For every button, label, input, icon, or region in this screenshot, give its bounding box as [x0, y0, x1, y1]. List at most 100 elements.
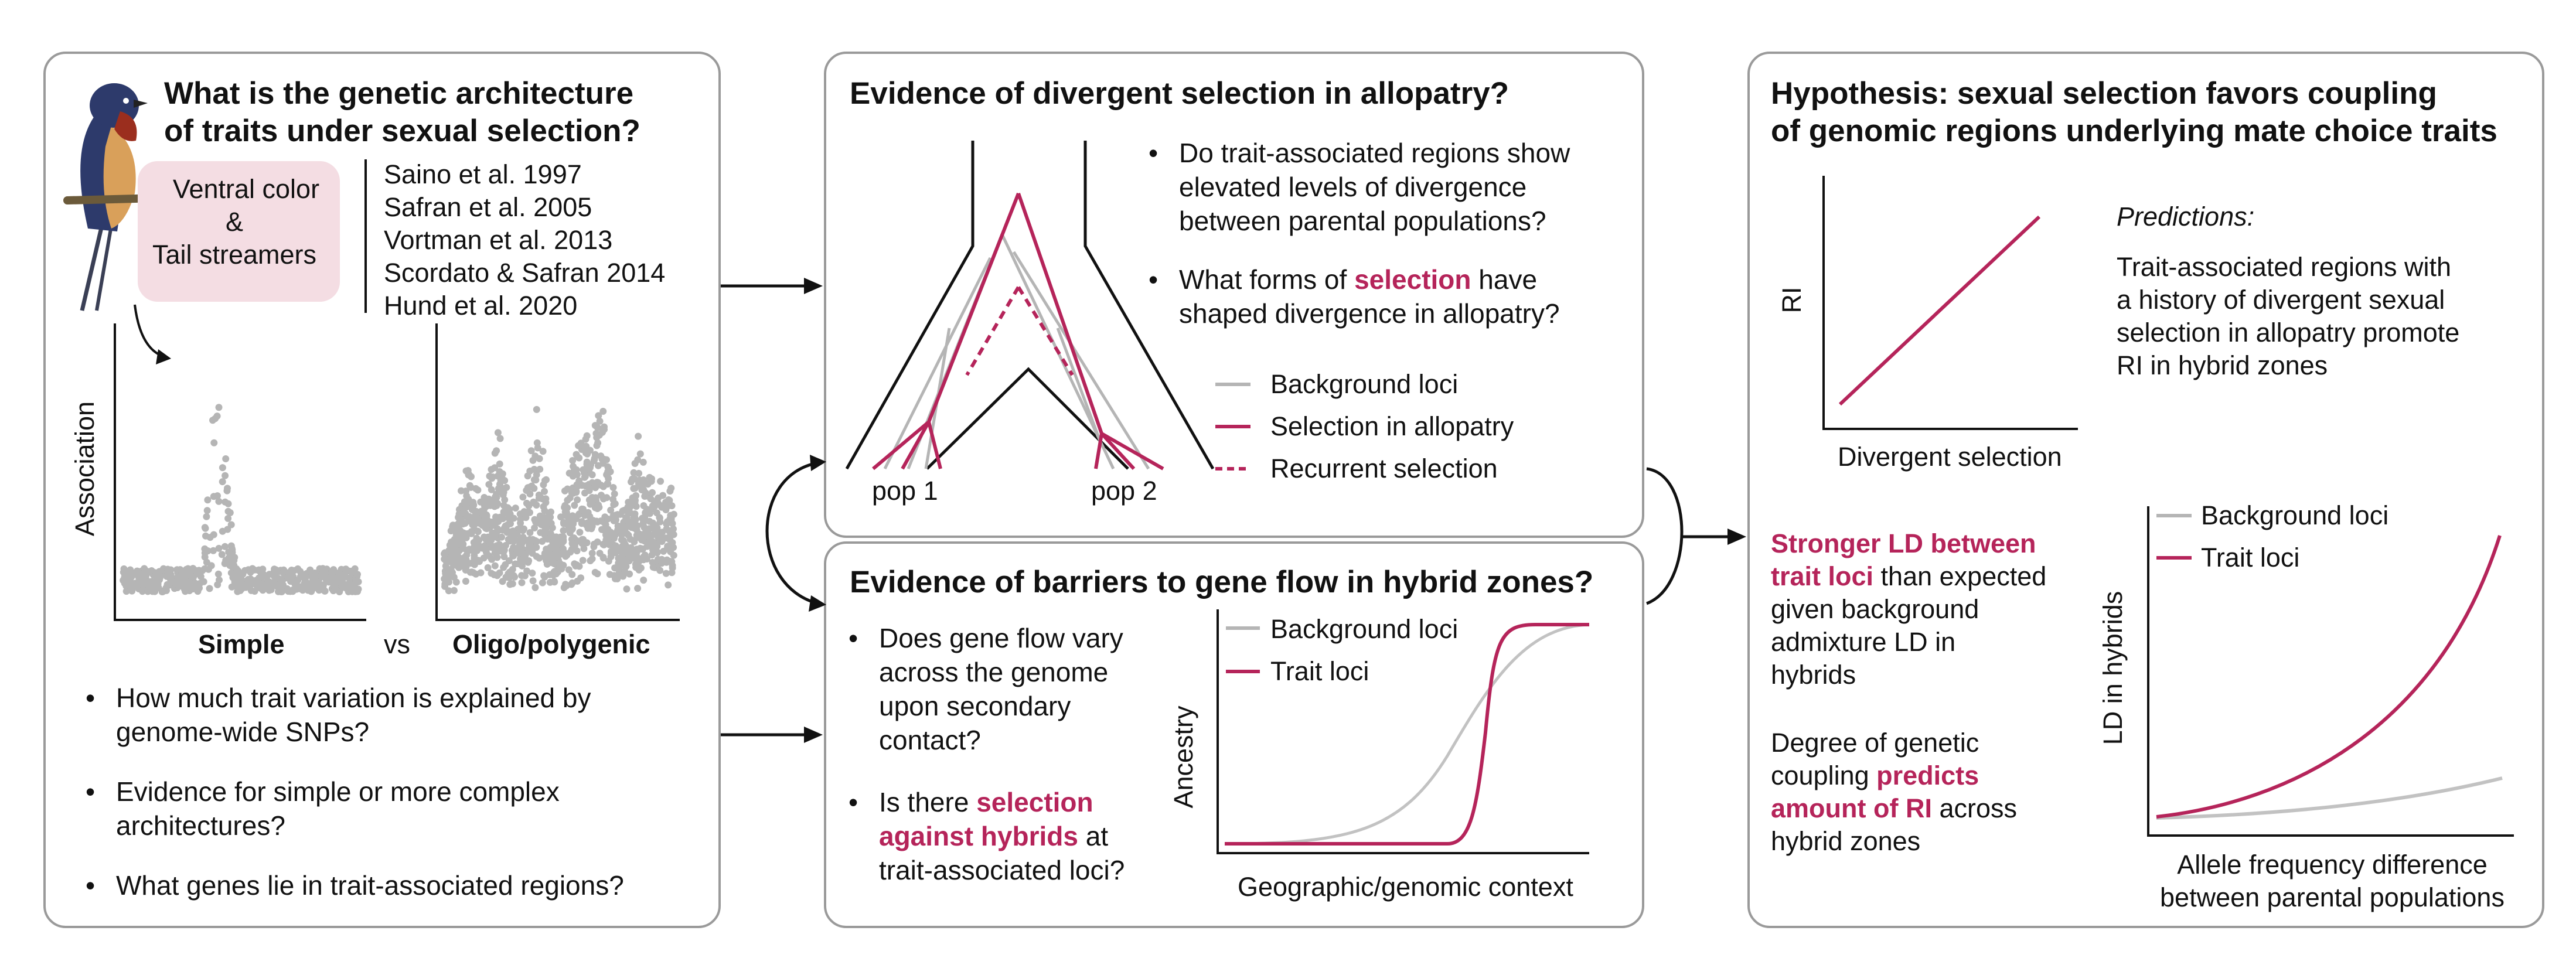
- question-line: architectures?: [116, 810, 285, 841]
- coupling-line: hybrid zones: [1771, 826, 1921, 856]
- highlight-against-hybrids: against hybrids: [879, 821, 1078, 851]
- reference-item: Safran et al. 2005: [384, 192, 592, 222]
- middle-to-right-arrow: [1646, 467, 1746, 605]
- coupling-text: coupling: [1771, 761, 1877, 790]
- ld-prediction-text: Stronger LD between trait loci than expe…: [1771, 527, 2046, 691]
- bullet-dot: •: [86, 683, 96, 713]
- question-text: have: [1471, 264, 1538, 295]
- association-ylabel: Association: [70, 401, 100, 537]
- reference-item: Scordato & Safran 2014: [384, 258, 666, 288]
- top-bottom-bidirectional-arrow: [765, 455, 826, 612]
- question-line: What forms of selection have: [1179, 262, 1560, 296]
- question-line: Do trait-associated regions show: [1179, 138, 1570, 168]
- middle-bottom-question-1: • Does gene flow vary across the genome …: [849, 621, 1123, 757]
- prediction-line: selection in allopatry promote: [2117, 318, 2460, 347]
- bullet-dot: •: [86, 776, 96, 807]
- predictions-label: Predictions:: [2117, 202, 2255, 231]
- ld-line: admixture LD in: [1771, 627, 1956, 657]
- coupling-prediction-text: Degree of genetic coupling predicts amou…: [1771, 727, 2017, 858]
- trait-ventral-color: Ventral color: [172, 174, 320, 204]
- question-line: trait-associated loci?: [879, 855, 1125, 885]
- question-line: against hybrids at: [879, 819, 1125, 853]
- question-line: between parental populations?: [1179, 206, 1546, 236]
- middle-top-question-1: • Do trait-associated regions show eleva…: [1149, 136, 1570, 238]
- middle-top-title: Evidence of divergent selection in allop…: [850, 76, 1510, 111]
- pop1-label: pop 1: [872, 476, 938, 506]
- question-line: Evidence for simple or more complex: [116, 776, 560, 807]
- left-title: What is the genetic architecture of trai…: [164, 75, 691, 150]
- question-line: elevated levels of divergence: [1179, 172, 1527, 202]
- left-question-1: • How much trait variation is explained …: [86, 681, 591, 749]
- highlight-trait-loci: trait loci: [1771, 561, 1874, 591]
- question-line: contact?: [879, 725, 981, 755]
- legend-recurrent-selection: Recurrent selection: [1270, 454, 1498, 483]
- bullet-dot: •: [849, 623, 858, 653]
- left-to-bottom-arrow: [721, 727, 823, 743]
- middle-bottom-title: Evidence of barriers to gene flow in hyb…: [850, 565, 1594, 599]
- bullet-dot: •: [86, 870, 96, 901]
- right-title-line1: Hypothesis: sexual selection favors coup…: [1771, 76, 2437, 111]
- cline-legend-trait: Trait loci: [1270, 656, 1369, 686]
- middle-top-question-2: • What forms of selection have shaped di…: [1149, 262, 1560, 330]
- trait-box: [138, 161, 340, 302]
- cline-legend-background: Background loci: [1270, 614, 1459, 644]
- question-line: across the genome: [879, 657, 1109, 687]
- highlight-selection: selection: [1354, 264, 1471, 295]
- question-text: at: [1078, 821, 1109, 851]
- question-line: upon secondary: [879, 691, 1071, 721]
- coupling-line: Degree of genetic: [1771, 728, 1979, 758]
- trait-tail-streamers: Tail streamers: [152, 240, 317, 270]
- question-line: What genes lie in trait-associated regio…: [116, 870, 624, 901]
- question-line: genome-wide SNPs?: [116, 717, 370, 747]
- reference-item: Vortman et al. 2013: [384, 225, 613, 255]
- right-title: Hypothesis: sexual selection favors coup…: [1771, 75, 2497, 150]
- coupling-line: coupling predicts: [1771, 759, 2017, 792]
- right-title-line2: of genomic regions underlying mate choic…: [1771, 114, 2497, 148]
- question-line: Does gene flow vary: [879, 623, 1123, 653]
- prediction-line: RI in hybrid zones: [2117, 350, 2328, 380]
- ancestry-xlabel: Geographic/genomic context: [1238, 872, 1573, 902]
- simple-label: Simple: [198, 629, 285, 659]
- ld-legend-trait: Trait loci: [2201, 543, 2300, 572]
- references-list: Saino et al. 1997 Safran et al. 2005 Vor…: [384, 158, 665, 322]
- ancestry-ylabel: Ancestry: [1168, 705, 1198, 809]
- ld-ylabel: LD in hybrids: [2098, 591, 2128, 745]
- ld-xlabel-line: Allele frequency difference: [2177, 850, 2488, 879]
- vs-label: vs: [384, 629, 410, 659]
- ld-line: hybrids: [1771, 660, 1856, 690]
- ld-xlabel-line: between parental populations: [2160, 882, 2505, 912]
- highlight-predicts: predicts: [1876, 761, 1979, 790]
- question-line: Is there selection: [879, 785, 1125, 819]
- ld-xlabel: Allele frequency difference between pare…: [2145, 848, 2520, 914]
- question-line: shaped divergence in allopatry?: [1179, 298, 1560, 329]
- ld-line: trait loci than expected: [1771, 560, 2046, 593]
- middle-bottom-question-2: • Is there selection against hybrids at …: [849, 785, 1125, 887]
- legend-background-loci: Background loci: [1270, 369, 1459, 399]
- reference-item: Saino et al. 1997: [384, 159, 582, 189]
- prediction-line: Trait-associated regions with: [2117, 252, 2452, 282]
- question-text: Is there: [879, 787, 977, 817]
- pop2-label: pop 2: [1091, 476, 1157, 506]
- ld-line: given background: [1771, 594, 1979, 624]
- bullet-dot: •: [1149, 264, 1158, 295]
- left-to-top-arrow: [721, 278, 823, 294]
- ld-text: than expected: [1873, 561, 2047, 591]
- highlight-stronger-ld: Stronger LD between: [1771, 529, 2036, 558]
- ri-xlabel: Divergent selection: [1838, 442, 2062, 472]
- left-title-line1: What is the genetic architecture: [164, 76, 634, 111]
- highlight-selection: selection: [976, 787, 1093, 817]
- ld-legend-background: Background loci: [2201, 500, 2389, 530]
- poly-label: Oligo/polygenic: [452, 629, 650, 659]
- highlight-amount-of-ri: amount of RI: [1771, 793, 1932, 823]
- left-title-line2: of traits under sexual selection?: [164, 114, 640, 148]
- trait-box-text: Ventral color & Tail streamers: [117, 173, 352, 271]
- legend-selection-allopatry: Selection in allopatry: [1270, 411, 1514, 441]
- references-divider: [364, 159, 367, 313]
- question-text: What forms of: [1179, 264, 1355, 295]
- coupling-text: across: [1931, 793, 2018, 823]
- prediction-line: a history of divergent sexual: [2117, 285, 2445, 315]
- bullet-dot: •: [1149, 138, 1158, 168]
- reference-item: Hund et al. 2020: [384, 291, 578, 321]
- ri-ylabel: RI: [1777, 287, 1807, 313]
- left-question-2: • Evidence for simple or more complex ar…: [86, 775, 560, 843]
